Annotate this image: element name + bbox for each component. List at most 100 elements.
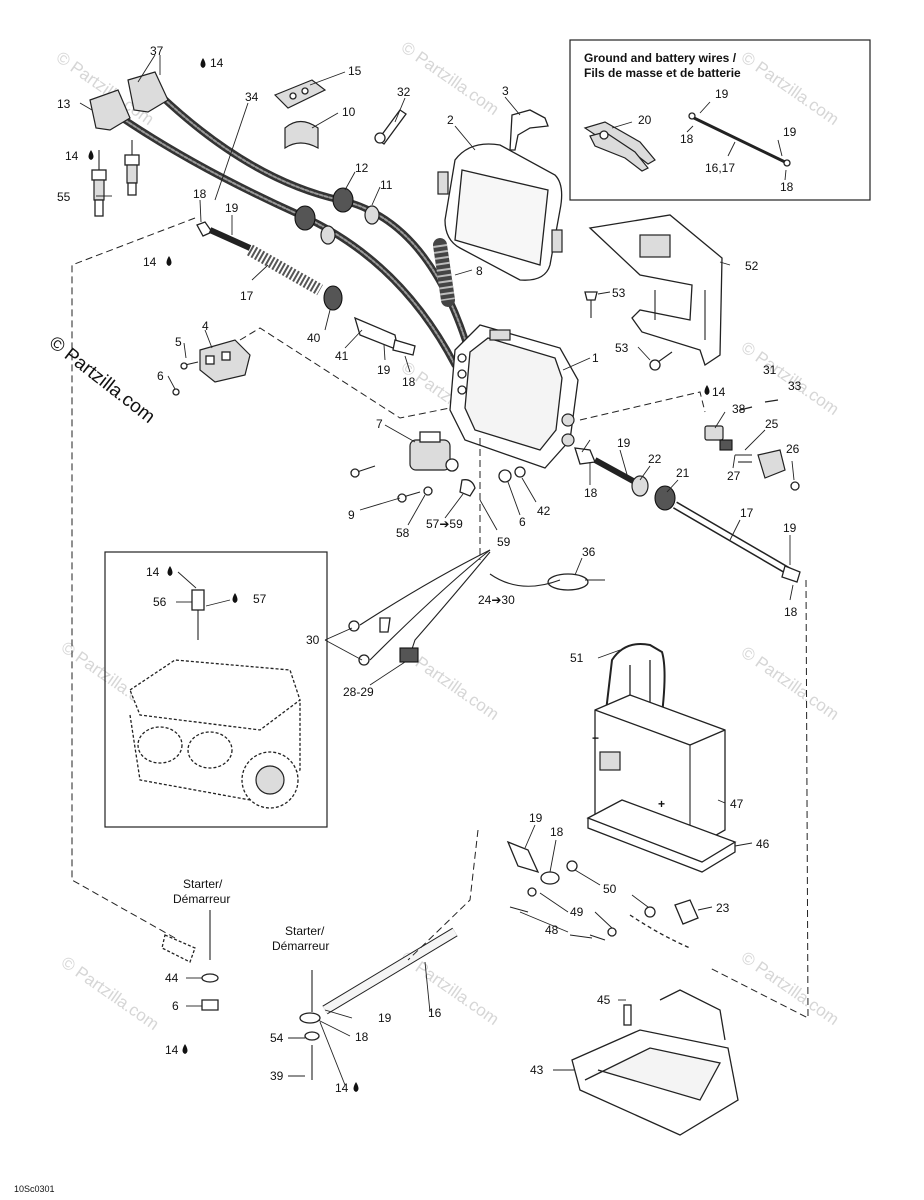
screw: [584, 291, 598, 318]
callout-49: 49: [570, 905, 584, 919]
callout-3: 3: [502, 84, 509, 98]
callout-33: 33: [788, 379, 802, 393]
grommet: [364, 205, 380, 225]
callout-19: 19: [783, 125, 797, 139]
callout-26: 26: [786, 442, 800, 456]
callout-38: 38: [732, 402, 746, 416]
electrical-box: [449, 324, 579, 469]
starter-solenoid: [409, 431, 459, 472]
callout-12: 12: [355, 161, 369, 175]
battery-cable-end: [506, 840, 699, 949]
nut: [644, 906, 656, 918]
routing-line: [407, 829, 479, 961]
callout-59: 59: [497, 535, 511, 549]
starter-label-line1: Starter/: [285, 924, 325, 938]
washer: [423, 486, 433, 496]
callout-24-30: 24➔30: [478, 593, 515, 607]
spark-plug: [91, 150, 107, 217]
callout-54: 54: [270, 1031, 284, 1045]
callout-14: 14: [712, 385, 726, 399]
connector-set: [704, 399, 800, 491]
drop-icon: [88, 150, 94, 160]
callout-19: 19: [377, 363, 391, 377]
callout-34: 34: [245, 90, 259, 104]
callout-51: 51: [570, 651, 584, 665]
ground-wire: [688, 112, 791, 167]
drop-icon: [182, 1044, 188, 1054]
starter-label-line2: Démarreur: [173, 892, 230, 906]
callout-32: 32: [397, 85, 411, 99]
callout-45: 45: [597, 993, 611, 1007]
callout-42: 42: [537, 504, 551, 518]
washer: [514, 466, 526, 478]
watermark: © Partzilla.com: [58, 953, 163, 1034]
crimp-tool: [583, 121, 656, 172]
callout-19: 19: [378, 1011, 392, 1025]
drop-icon: [353, 1082, 359, 1092]
callout-40: 40: [307, 331, 321, 345]
boot: [459, 479, 476, 497]
wiring-harness: [348, 549, 491, 666]
callout-19: 19: [225, 201, 239, 215]
battery-plus-sign: +: [658, 797, 665, 811]
callout-6: 6: [157, 369, 164, 383]
drop-icon: [166, 256, 172, 266]
callout-30: 30: [306, 633, 320, 647]
callout-19: 19: [783, 521, 797, 535]
grommet: [332, 187, 354, 213]
starter-cable: [299, 927, 458, 1024]
starter-labels: Starter/ Démarreur Starter/ Démarreur: [173, 877, 329, 953]
grommet: [294, 205, 316, 231]
engine-inset: [104, 551, 328, 828]
callout-8: 8: [476, 264, 483, 278]
cable-holder: [284, 120, 319, 150]
callout-19: 19: [715, 87, 729, 101]
conduit: [433, 238, 455, 307]
washer: [527, 887, 537, 897]
callout-36: 36: [582, 545, 596, 559]
sealant-drops: [88, 58, 710, 1092]
starter-post-2: [304, 970, 320, 1080]
callout-6: 6: [519, 515, 526, 529]
nut: [172, 388, 180, 396]
callout-18: 18: [355, 1030, 369, 1044]
callout-4: 4: [202, 319, 209, 333]
callout-48: 48: [545, 923, 559, 937]
callout-57-59: 57➔59: [426, 517, 463, 531]
callout-1: 1: [592, 351, 599, 365]
spark-plug-cap: [127, 71, 169, 113]
watermark: © Partzilla.com: [738, 643, 843, 724]
grommet: [320, 225, 336, 245]
drop-icon: [232, 593, 238, 603]
callout-15: 15: [348, 64, 362, 78]
callout-18: 18: [780, 180, 794, 194]
callout-17: 17: [240, 289, 254, 303]
battery-pad: [587, 818, 736, 873]
ignition-leads: [89, 71, 474, 369]
callout-53: 53: [615, 341, 629, 355]
callout-56: 56: [153, 595, 167, 609]
callout-39: 39: [270, 1069, 284, 1083]
callout-13: 13: [57, 97, 71, 111]
callout-18: 18: [584, 486, 598, 500]
nut: [498, 469, 512, 483]
callout-14: 14: [335, 1081, 349, 1095]
callout-20: 20: [638, 113, 652, 127]
callout-53: 53: [612, 286, 626, 300]
terminal-block: [199, 339, 251, 383]
callout-14: 14: [146, 565, 160, 579]
mounting-plate: [588, 214, 723, 367]
callout-25: 25: [765, 417, 779, 431]
callout-18: 18: [680, 132, 694, 146]
callout-2: 2: [447, 113, 454, 127]
callout-27: 27: [727, 469, 741, 483]
nut: [566, 860, 578, 872]
cable-clip: [273, 79, 327, 109]
callout-55: 55: [57, 190, 71, 204]
inset-frame: [569, 39, 871, 201]
drop-icon: [704, 385, 710, 395]
starter-label-line2: Démarreur: [272, 939, 329, 953]
inset-title-line1: Ground and battery wires /: [584, 51, 737, 65]
callout-43: 43: [530, 1063, 544, 1077]
